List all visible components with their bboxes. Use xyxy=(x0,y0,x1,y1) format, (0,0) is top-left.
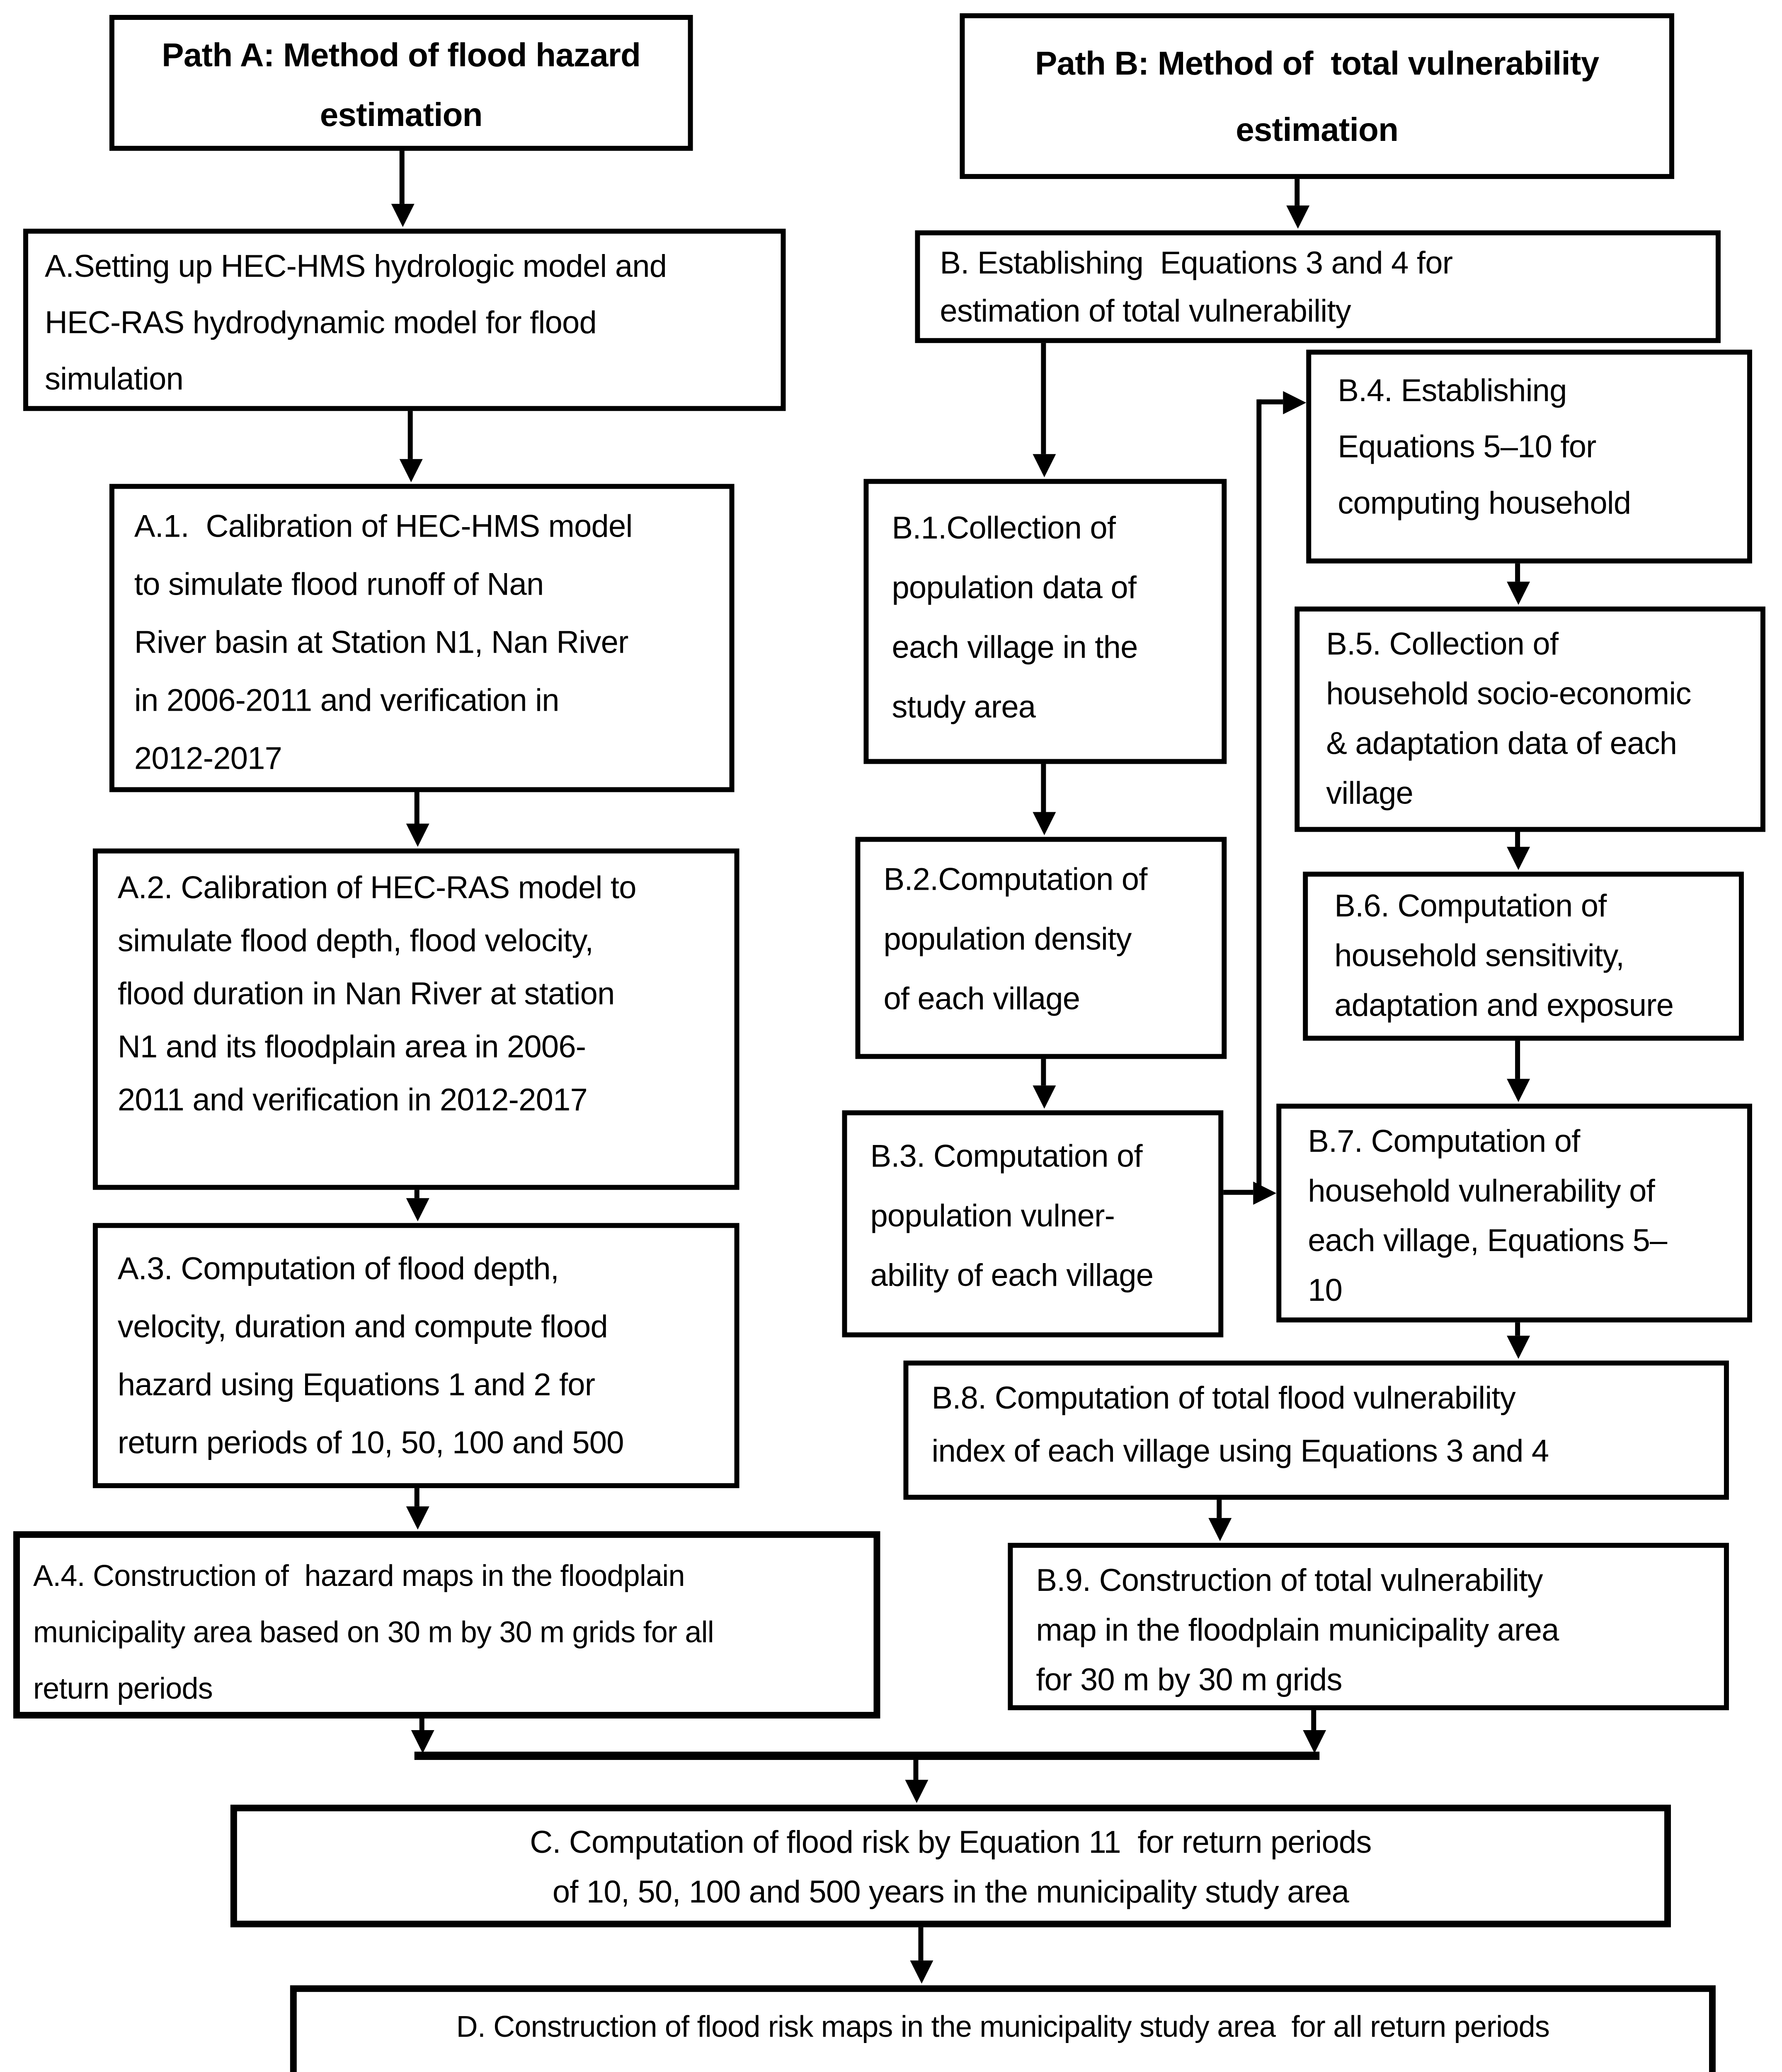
box-b7: B.7. Computation of household vulnerabil… xyxy=(1276,1104,1752,1323)
box-d: D. Construction of flood risk maps in th… xyxy=(290,1985,1716,2072)
connector-b3-to-b4-vertical xyxy=(1256,399,1262,1195)
arrow-a-to-a1 xyxy=(398,411,422,482)
arrow-titlea-to-a xyxy=(390,150,414,227)
arrow-b8-to-b9 xyxy=(1207,1500,1231,1542)
box-c: C. Computation of flood risk by Equation… xyxy=(230,1804,1671,1927)
box-b-establish: B. Establishing Equations 3 and 4 for es… xyxy=(915,230,1721,343)
arrow-c-to-d xyxy=(909,1927,933,1984)
title-path-a: Path A: Method of flood hazard estimatio… xyxy=(109,15,693,151)
arrow-a2-to-a3 xyxy=(405,1190,429,1222)
arrow-a3-to-a4 xyxy=(405,1488,429,1530)
box-b6: B.6. Computation of household sensitivit… xyxy=(1303,871,1744,1041)
arrow-b6-to-b7 xyxy=(1506,1041,1530,1102)
box-a4: A.4. Construction of hazard maps in the … xyxy=(13,1531,880,1719)
box-b2: B.2.Computation of population density of… xyxy=(855,837,1227,1059)
arrow-titleb-to-b xyxy=(1285,179,1309,229)
box-b1: B.1.Collection of population data of eac… xyxy=(863,479,1227,764)
box-b3: B.3. Computation of population vulner- a… xyxy=(842,1110,1224,1338)
connector-merge-horizontal xyxy=(414,1751,1320,1760)
box-b9: B.9. Construction of total vulnerability… xyxy=(1008,1543,1729,1710)
arrow-a4-to-merge xyxy=(410,1718,434,1753)
arrow-into-b4 xyxy=(1258,390,1307,414)
arrow-b3-to-b7 xyxy=(1223,1181,1277,1204)
arrow-a1-to-a2 xyxy=(405,792,429,847)
title-path-b: Path B: Method of total vulnerability es… xyxy=(960,13,1674,179)
arrow-merge-to-c xyxy=(904,1760,928,1803)
box-b4: B.4. Establishing Equations 5–10 for com… xyxy=(1306,349,1752,564)
arrow-b9-to-merge xyxy=(1302,1710,1326,1753)
arrow-b-to-b1 xyxy=(1032,343,1055,477)
arrow-b7-to-b8 xyxy=(1506,1322,1530,1359)
arrow-b1-to-b2 xyxy=(1032,764,1055,835)
box-b5: B.5. Collection of household socio-econo… xyxy=(1295,606,1765,832)
arrow-b4-to-b5 xyxy=(1506,563,1530,605)
arrow-b5-to-b6 xyxy=(1506,832,1530,870)
arrow-b2-to-b3 xyxy=(1032,1059,1055,1109)
box-a1: A.1. Calibration of HEC-HMS model to sim… xyxy=(109,484,735,792)
box-a3: A.3. Computation of flood depth, velocit… xyxy=(92,1223,739,1489)
box-a-setup: A.Setting up HEC-HMS hydrologic model an… xyxy=(23,228,786,411)
box-b8: B.8. Computation of total flood vulnerab… xyxy=(903,1360,1729,1500)
box-a2: A.2. Calibration of HEC-RAS model to sim… xyxy=(92,848,739,1190)
